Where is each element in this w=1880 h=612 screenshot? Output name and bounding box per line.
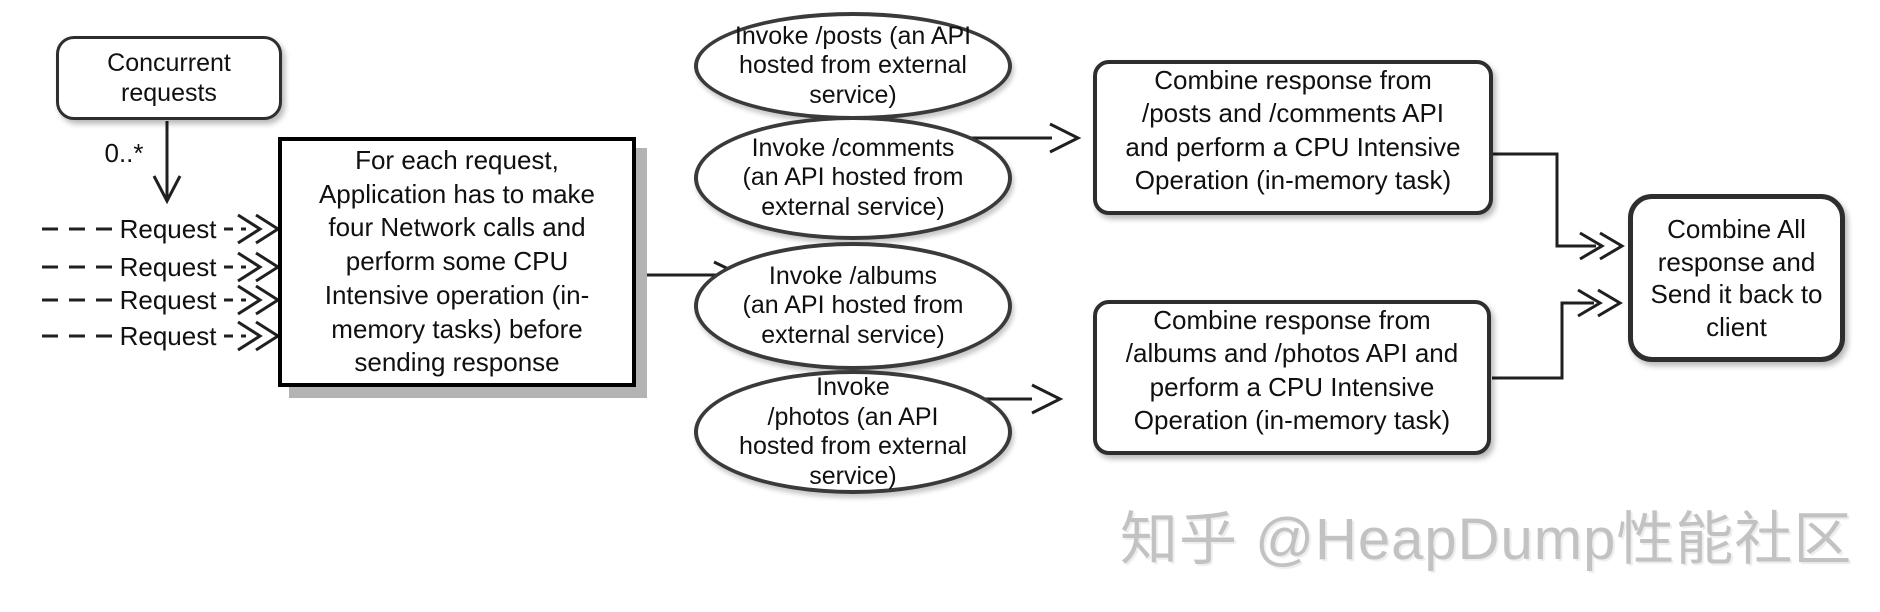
invoke-albums-label: Invoke /albums (an API hosted from exter… <box>742 261 964 349</box>
combine-all-label: Combine All response and Send it back to… <box>1650 214 1823 342</box>
multiplicity-label: 0..* <box>104 138 144 168</box>
invoke-posts-label: Invoke /posts (an API hosted from extern… <box>734 21 972 109</box>
application-task-node: For each request, Application has to mak… <box>278 137 636 387</box>
concurrent-requests-node: Concurrent requests <box>56 36 282 120</box>
combine-albums-photos-node: Combine response from /albums and /photo… <box>1093 300 1491 455</box>
request-arrow-4 <box>42 320 281 352</box>
invoke-comments-label: Invoke /comments (an API hosted from ext… <box>742 133 964 221</box>
combine-albums-photos-label: Combine response from /albums and /photo… <box>1125 305 1459 435</box>
combine-posts-comments-label: Combine response from /posts and /commen… <box>1125 65 1461 195</box>
request-label-3: Request <box>119 285 217 315</box>
arrow-client-to-request-pool <box>152 121 182 205</box>
arrow-posts-comments-to-combine <box>963 122 1082 154</box>
invoke-photos-node: Invoke /photos (an API hosted from exter… <box>694 370 1012 494</box>
combine-posts-comments-node: Combine response from /posts and /commen… <box>1093 60 1493 215</box>
invoke-comments-node: Invoke /comments (an API hosted from ext… <box>694 116 1012 240</box>
watermark: 知乎 @HeapDump性能社区 <box>1120 507 1853 572</box>
invoke-posts-node: Invoke /posts (an API hosted from extern… <box>694 12 1012 120</box>
concurrent-requests-label: Concurrent requests <box>107 49 231 107</box>
invoke-photos-label: Invoke /photos (an API hosted from exter… <box>739 373 967 490</box>
invoke-albums-node: Invoke /albums (an API hosted from exter… <box>694 242 1012 370</box>
connector-combine2-to-final <box>1492 288 1623 380</box>
connector-combine1-to-final <box>1493 152 1625 261</box>
request-label-4: Request <box>119 321 217 351</box>
application-task-label: For each request, Application has to mak… <box>318 144 596 378</box>
combine-all-node: Combine All response and Send it back to… <box>1628 194 1845 362</box>
request-label-1: Request <box>119 214 217 244</box>
request-label-2: Request <box>119 252 217 282</box>
